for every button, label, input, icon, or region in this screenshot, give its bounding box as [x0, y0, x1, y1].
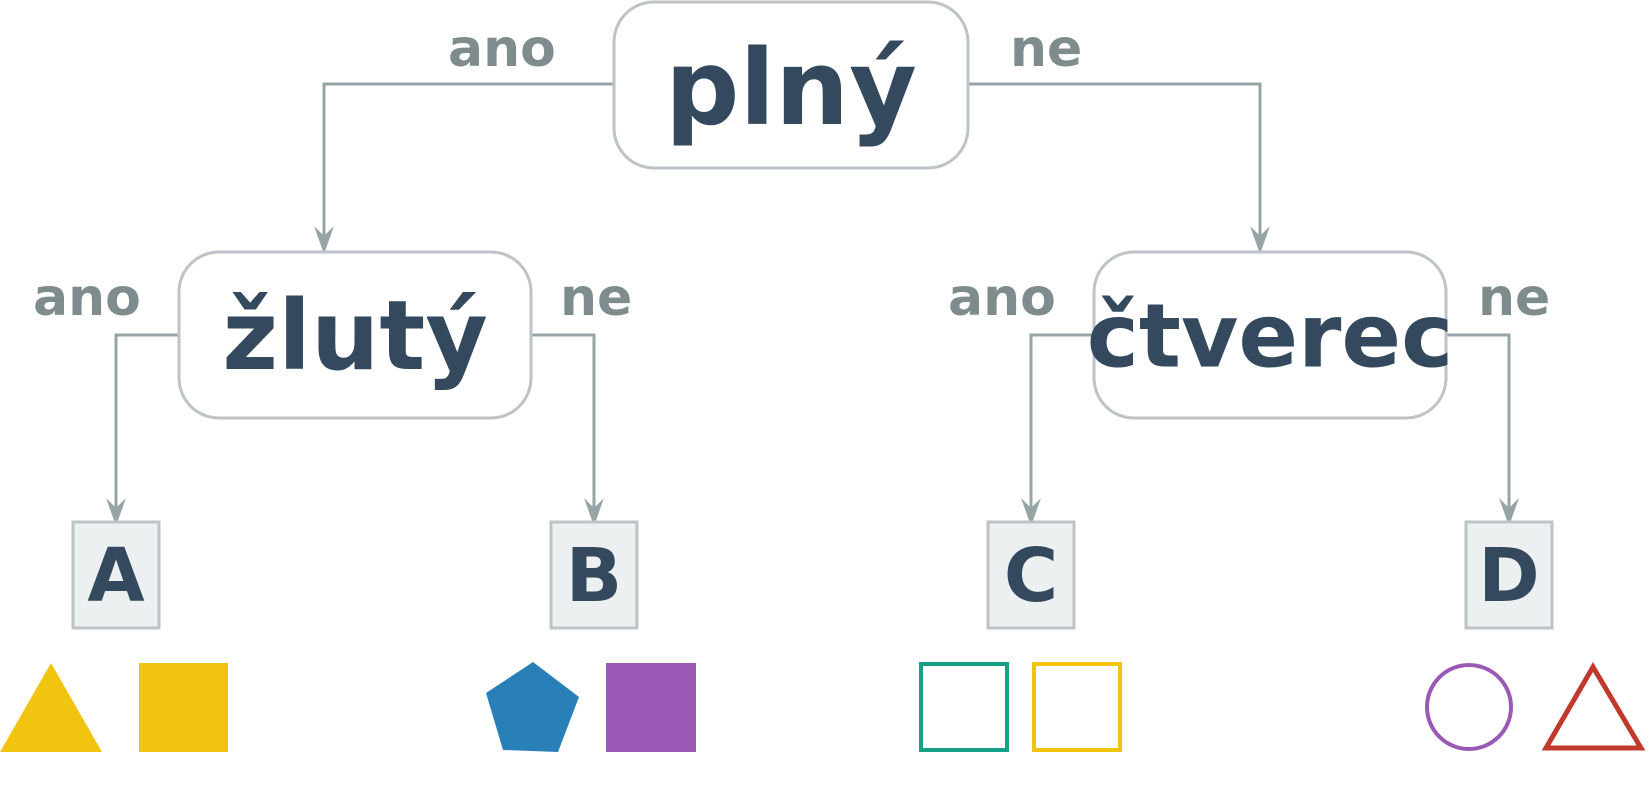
left-no-label: ne — [560, 268, 632, 328]
leaf-box-a — [71, 520, 161, 630]
edge-right-no — [1446, 333, 1511, 520]
edge-root-yes — [322, 82, 614, 248]
leaf-a: A — [71, 520, 161, 630]
leaf-box-c — [986, 520, 1076, 630]
leaf-label-d: D — [1478, 533, 1539, 619]
arrowhead-icon — [1021, 498, 1041, 526]
leaf-b: B — [549, 520, 639, 630]
left-node: žlutý — [177, 250, 533, 420]
shapes-d — [1425, 662, 1646, 751]
root-node: plný — [612, 0, 970, 170]
filled-square-icon — [139, 663, 228, 752]
right-node-label: čtverec — [1087, 285, 1454, 388]
root-yes-label: ano — [448, 19, 556, 79]
leaf-label-c: C — [1004, 533, 1058, 619]
right-node-box — [1092, 250, 1448, 420]
shapes-c — [919, 662, 1122, 752]
outline-square-icon — [919, 662, 1009, 752]
right-node: čtverec — [1087, 250, 1454, 420]
root-node-label: plný — [665, 27, 917, 149]
edge-left-yes — [114, 333, 179, 520]
outline-triangle-icon — [1541, 662, 1646, 751]
left-yes-label: ano — [33, 268, 141, 328]
leaf-box-b — [549, 520, 639, 630]
edge-root-no — [968, 82, 1262, 248]
leaf-box-d — [1464, 520, 1554, 630]
leaf-c: C — [986, 520, 1076, 630]
shapes-a — [0, 663, 228, 752]
leaf-label-b: B — [566, 533, 622, 619]
arrowhead-icon — [1250, 226, 1270, 254]
arrowhead-icon — [584, 498, 604, 526]
arrowhead-icon — [106, 498, 126, 526]
filled-square-icon — [606, 663, 696, 752]
arrowhead-icon — [314, 226, 334, 254]
shapes-b — [486, 662, 696, 752]
leaf-label-a: A — [87, 533, 144, 619]
outline-circle-icon — [1425, 663, 1513, 751]
root-node-box — [612, 0, 970, 170]
root-no-label: ne — [1010, 19, 1082, 79]
arrowhead-icon — [1499, 498, 1519, 526]
right-yes-label: ano — [948, 268, 1056, 328]
edge-left-no — [531, 333, 596, 520]
outline-square-icon — [1032, 662, 1122, 752]
right-no-label: ne — [1478, 268, 1550, 328]
edge-right-yes — [1029, 333, 1094, 520]
leaf-d: D — [1464, 520, 1554, 630]
left-node-label: žlutý — [222, 280, 488, 392]
left-node-box — [177, 250, 533, 420]
filled-triangle-icon — [0, 663, 102, 752]
filled-pentagon-icon — [486, 662, 579, 752]
